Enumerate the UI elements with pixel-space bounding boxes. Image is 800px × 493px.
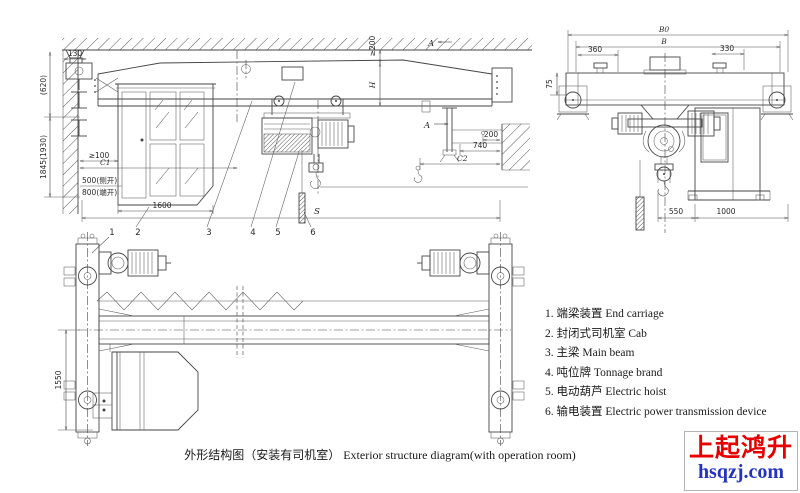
- brand-watermark: 上起鸿升 hsqzj.com: [684, 431, 798, 491]
- left-runway-end-carriage: 130: [64, 49, 93, 137]
- plan-left-travel-motor: [98, 249, 171, 277]
- part-callouts: 1 2 3 4 5 6: [91, 81, 316, 254]
- dim-1845: 1845(1930): [39, 135, 48, 179]
- callout-3: 3: [206, 228, 211, 238]
- dim-c1: C1: [100, 158, 111, 167]
- dim-1550: 1550: [54, 370, 63, 389]
- callout-2: 2: [135, 228, 140, 238]
- legend-zh: 电动葫芦: [556, 386, 603, 398]
- legend-zh: 主梁: [556, 347, 580, 359]
- end-view-hook: [654, 157, 674, 197]
- legend-num: 2.: [545, 327, 554, 340]
- legend-en: End carriage: [605, 308, 664, 320]
- section-a-mid: A: [423, 121, 430, 131]
- parts-legend: 1. 端梁装置 End carriage 2. 封闭式司机室 Cab 3. 主梁…: [545, 305, 767, 422]
- cab-dimensions: ≥100 C1 500(侧开) 800(端开) 1600: [80, 151, 237, 214]
- dim-75: 75: [545, 79, 554, 89]
- dim-b: B: [660, 37, 667, 46]
- cab-side-view: [95, 77, 216, 206]
- legend-num: 1.: [545, 308, 554, 320]
- legend-item-2: 2. 封闭式司机室 Cab: [545, 325, 767, 345]
- span-dimension: S: [82, 200, 500, 222]
- power-feed-and-right-wall: 200 740 C2: [320, 100, 530, 188]
- legend-zh: 封闭式司机室: [556, 327, 626, 340]
- dim-130: 130: [68, 49, 83, 58]
- plan-right-travel-motor: [417, 249, 490, 277]
- legend-zh: 输电装置: [556, 405, 603, 418]
- figure-caption: 外形结构图（安装有司机室） Exterior structure diagram…: [130, 446, 630, 463]
- left-wall: [62, 50, 79, 214]
- end-view-dimensions-top: B0 B 360 330 75: [545, 25, 788, 95]
- legend-zh: 端梁装置: [556, 308, 603, 320]
- end-view-dimensions-bottom: 550 1000: [658, 190, 788, 222]
- legend-item-6: 6. 输电装置 Electric power transmission devi…: [545, 403, 767, 423]
- brand-domain: hsqzj.com: [697, 461, 785, 483]
- legend-item-1: 1. 端梁装置 End carriage: [545, 305, 767, 325]
- end-view-girder: [556, 53, 794, 233]
- dim-ge200: ≥200: [368, 35, 377, 56]
- plan-left-end-carriage: [63, 232, 100, 446]
- callout-4: 4: [250, 228, 255, 238]
- electric-hoist-side-view: [261, 95, 355, 224]
- legend-num: 3.: [545, 347, 554, 359]
- dim-b0: B0: [658, 25, 670, 34]
- dim-1000: 1000: [716, 207, 735, 216]
- left-height-dims: (620) 1845(1930): [39, 52, 80, 197]
- legend-num: 5.: [545, 386, 554, 398]
- ceiling: [62, 38, 532, 51]
- plan-main-beam: [78, 286, 511, 358]
- festoon-cable: [96, 291, 489, 311]
- dim-500: 500(侧开): [82, 175, 117, 185]
- dim-800: 800(端开): [82, 187, 117, 197]
- dim-200: 200: [484, 130, 499, 139]
- dim-s: S: [314, 207, 320, 217]
- dim-740: 740: [473, 141, 488, 150]
- legend-en: Electric hoist: [605, 386, 667, 398]
- plan-cab-dimension: 1550: [54, 330, 93, 430]
- dim-360: 360: [588, 45, 603, 54]
- legend-en: Electric power transmission device: [605, 405, 767, 418]
- legend-item-4: 4. 吨位牌 Tonnage brand: [545, 364, 767, 384]
- dim-330: 330: [720, 44, 735, 53]
- legend-num: 6.: [545, 405, 554, 418]
- legend-item-3: 3. 主梁 Main beam: [545, 344, 767, 364]
- legend-en: Main beam: [582, 347, 635, 359]
- main-beam-side-view: [94, 50, 513, 122]
- dim-1600: 1600: [152, 201, 171, 210]
- caption-en: Exterior structure diagram(with operatio…: [343, 448, 576, 462]
- dim-c2: C2: [457, 154, 468, 163]
- dim-550: 550: [669, 207, 684, 216]
- legend-en: Tonnage brand: [593, 366, 663, 379]
- dim-620: (620): [39, 75, 48, 95]
- callout-6: 6: [310, 228, 315, 238]
- legend-item-5: 5. 电动葫芦 Electric hoist: [545, 383, 767, 403]
- callout-5: 5: [275, 228, 280, 238]
- caption-zh: 外形结构图（安装有司机室）: [184, 448, 341, 462]
- dim-h: H: [368, 81, 377, 89]
- brand-name: 上起鸿升: [688, 435, 793, 462]
- callout-1: 1: [109, 228, 114, 238]
- legend-en: Cab: [628, 327, 647, 340]
- section-a-top: A: [427, 39, 434, 49]
- legend-zh: 吨位牌: [556, 366, 592, 379]
- plan-cab: [92, 344, 199, 431]
- mid-dimensions: ≥200 H A A: [368, 35, 452, 131]
- dim-ge100: ≥100: [89, 151, 110, 160]
- end-view-cab: [687, 107, 771, 201]
- plan-right-end-carriage: [488, 232, 525, 446]
- legend-num: 4.: [545, 366, 554, 379]
- end-view-pendant-control: [635, 160, 645, 231]
